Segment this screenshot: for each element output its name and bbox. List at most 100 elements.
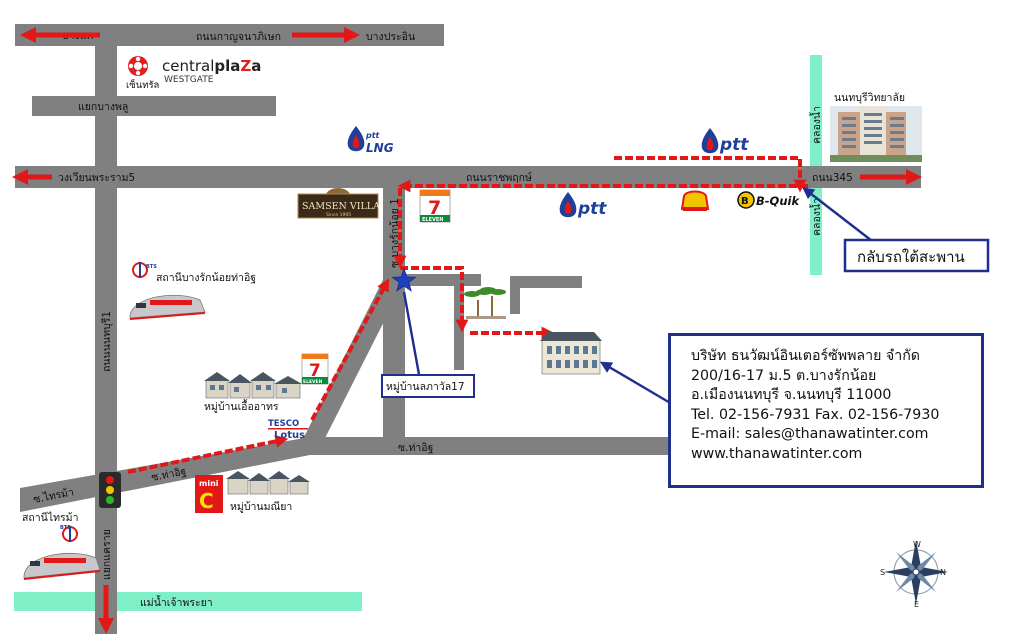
label-soi-tha-it: ซ.ท่าอิฐ	[398, 442, 434, 454]
company-phone: Tel. 02-156-7931 Fax. 02-156-7930	[691, 406, 940, 423]
b-quik-shop: B B-Quik	[737, 191, 800, 209]
company-website: www.thanawatinter.com	[691, 445, 863, 462]
route-path	[127, 156, 808, 474]
village-lapharawan-label: หมู่บ้านลภาวัล17	[386, 381, 465, 393]
bts-sai-ma-station: สถานีไทรม้า BTS	[22, 511, 101, 580]
mini-big-c: mini C	[195, 475, 223, 513]
label-wongwian-rama5: วงเวียนพระราม5	[58, 171, 135, 184]
seven-eleven-ratchaphruek: 7 ELEVEN	[419, 189, 451, 223]
central-plaza-westgate: เซ็นทรัล centralplaZa WESTGATE	[126, 56, 261, 91]
ptt-lng-ptt-text: ptt	[365, 131, 381, 140]
label-canal-bottom: คลองน้ำ	[809, 198, 823, 236]
svg-text:ELEVEN: ELEVEN	[422, 217, 444, 223]
label-yaek-khae-rai: แยกแคราย	[101, 529, 113, 580]
company-info-box: บริษัท ธนวัฒน์อินเตอร์ซัพพลาย จำกัด 200/…	[668, 333, 984, 488]
seven-eleven-tha-it: 7 ELEVEN	[301, 353, 329, 385]
canal-vertical	[810, 55, 822, 275]
palm-trees	[464, 287, 506, 319]
road-diagonal	[20, 437, 320, 512]
bts-train-icon	[129, 294, 206, 320]
callout-line-company	[599, 361, 673, 406]
samsen-villa: SAMSEN VILLA Since 1995	[297, 188, 380, 219]
ptt-text-south: ptt	[577, 199, 607, 219]
central-westgate-label: WESTGATE	[164, 75, 214, 85]
label-bang-pa-in: บางประอิน	[366, 31, 415, 43]
ptt-flame-icon-south	[559, 192, 577, 218]
nonthaburi-college: นนทบุรีวิทยาลัย	[830, 91, 922, 162]
b-quik-label: B-Quik	[756, 194, 800, 208]
compass-bottom-label: E	[914, 600, 919, 609]
shell-icon	[680, 190, 710, 210]
destination-star	[391, 267, 417, 292]
compass-rose-icon: W N E S	[880, 540, 948, 609]
label-yaek-bang-phlu: แยกบางพลู	[78, 101, 128, 113]
village-ua-athon-label: หมู่บ้านเอื้ออาทร	[204, 399, 279, 413]
seven-eleven-icon: 7	[428, 197, 441, 219]
svg-text:B: B	[741, 196, 749, 207]
compass-top-label: W	[913, 540, 921, 549]
bts-logo-icon	[132, 262, 148, 278]
central-brand-name: centralplaZa	[162, 57, 261, 75]
tesco-lotus: TESCO Lotus	[268, 419, 308, 441]
ptt-station-south: ptt	[559, 192, 607, 219]
road-kanchanaphisek	[15, 24, 444, 46]
route-segment-diagonal	[127, 435, 289, 474]
samsen-since: Since 1995	[326, 212, 351, 218]
mini-c-icon: C	[199, 489, 214, 513]
seven-eleven-icon-2: 7	[309, 361, 321, 381]
central-brand-th: เซ็นทรัล	[126, 78, 160, 91]
ptt-lng-station: ptt LNG	[347, 126, 394, 155]
bts-logo-icon-2	[62, 526, 78, 542]
road-branch-right-down	[510, 276, 520, 314]
village-manee-label: หมู่บ้านมณียา	[230, 500, 292, 513]
road-ratchaphruek	[15, 166, 921, 188]
school-label: นนทบุรีวิทยาลัย	[834, 91, 905, 104]
shell-station	[680, 190, 710, 211]
compass-right-label: N	[940, 568, 946, 577]
label-canal-top: คลองน้ำ	[809, 106, 823, 144]
compass-left-label: S	[880, 568, 885, 577]
company-address-line2: อ.เมืองนนทบุรี จ.นนทบุรี 11000	[691, 387, 892, 403]
village-ua-athon-houses: หมู่บ้านเอื้ออาทร	[204, 372, 302, 413]
company-office-building	[540, 332, 602, 375]
village-manee-houses: หมู่บ้านมณียา	[226, 471, 310, 513]
u-turn-callout: กลับรถใต้สะพาน	[843, 238, 990, 273]
tesco-label: TESCO	[268, 419, 299, 429]
callout-line-u-turn	[802, 187, 877, 245]
label-ratchaphruek: ถนนราชพฤกษ์	[466, 171, 532, 184]
lotus-label: Lotus	[274, 430, 305, 441]
svg-text:BTS: BTS	[146, 264, 157, 270]
label-kanchanaphisek: ถนนกาญจนาภิเษก	[196, 31, 281, 43]
company-name: บริษัท ธนวัฒน์อินเตอร์ซัพพลาย จำกัด	[691, 348, 921, 364]
callout-line-village	[402, 291, 422, 381]
road-bang-phlu	[32, 96, 276, 116]
company-address-line1: 200/16-17 ม.5 ต.บางรักน้อย	[691, 367, 877, 384]
route-segment-branch	[400, 266, 469, 333]
traffic-light-icon	[99, 472, 121, 508]
bts-bang-rak-noi-station: BTS สถานีบางรักน้อยท่าอิฐ	[129, 262, 256, 320]
mini-c-label: mini	[199, 479, 219, 488]
label-road-345: ถนน345	[812, 172, 853, 184]
village-lapharawan-callout: หมู่บ้านลภาวัล17	[381, 374, 475, 398]
bts-sai-ma-label: สถานีไทรม้า	[22, 511, 79, 524]
school-building-icon	[830, 106, 922, 162]
bts-bang-rak-noi-label: สถานีบางรักน้อยท่าอิฐ	[156, 271, 256, 284]
central-logo-icon	[128, 56, 148, 76]
ptt-flame-icon-north	[701, 128, 719, 154]
callout-lines	[402, 187, 877, 406]
road-network	[15, 24, 921, 634]
ptt-station-north: ptt	[701, 128, 749, 155]
road-soi-tha-it	[300, 437, 730, 455]
b-quik-icon	[737, 191, 755, 209]
route-segment-diagonal-up	[310, 278, 390, 421]
road-direction-arrows	[11, 26, 923, 635]
road-branch-top	[405, 274, 481, 286]
company-email: E-mail: sales@thanawatinter.com	[691, 426, 929, 442]
ptt-lng-flame-icon	[347, 126, 365, 152]
svg-text:BTS: BTS	[60, 525, 71, 531]
label-nonthaburi-1: ถนนนนทบุรี1	[100, 311, 113, 372]
road-branch-right	[510, 276, 582, 288]
ptt-lng-text: LNG	[366, 141, 394, 155]
bts-train-icon-2	[23, 552, 101, 580]
